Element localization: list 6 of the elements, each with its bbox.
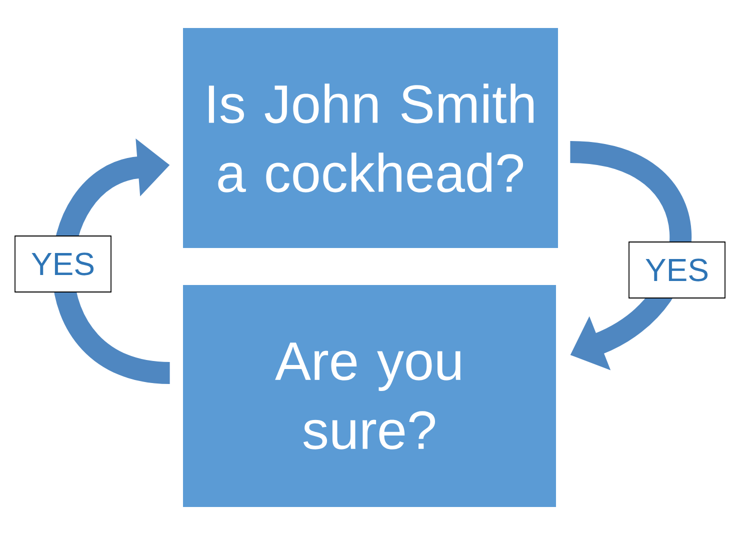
edge-label: YES (14, 236, 112, 292)
curved-arrow (52, 138, 172, 384)
question-box: Are you sure? (183, 285, 556, 507)
edge-label: YES (628, 242, 726, 298)
curved-arrow (569, 141, 692, 370)
question-box: Is John Smith a cockhead? (183, 28, 558, 248)
